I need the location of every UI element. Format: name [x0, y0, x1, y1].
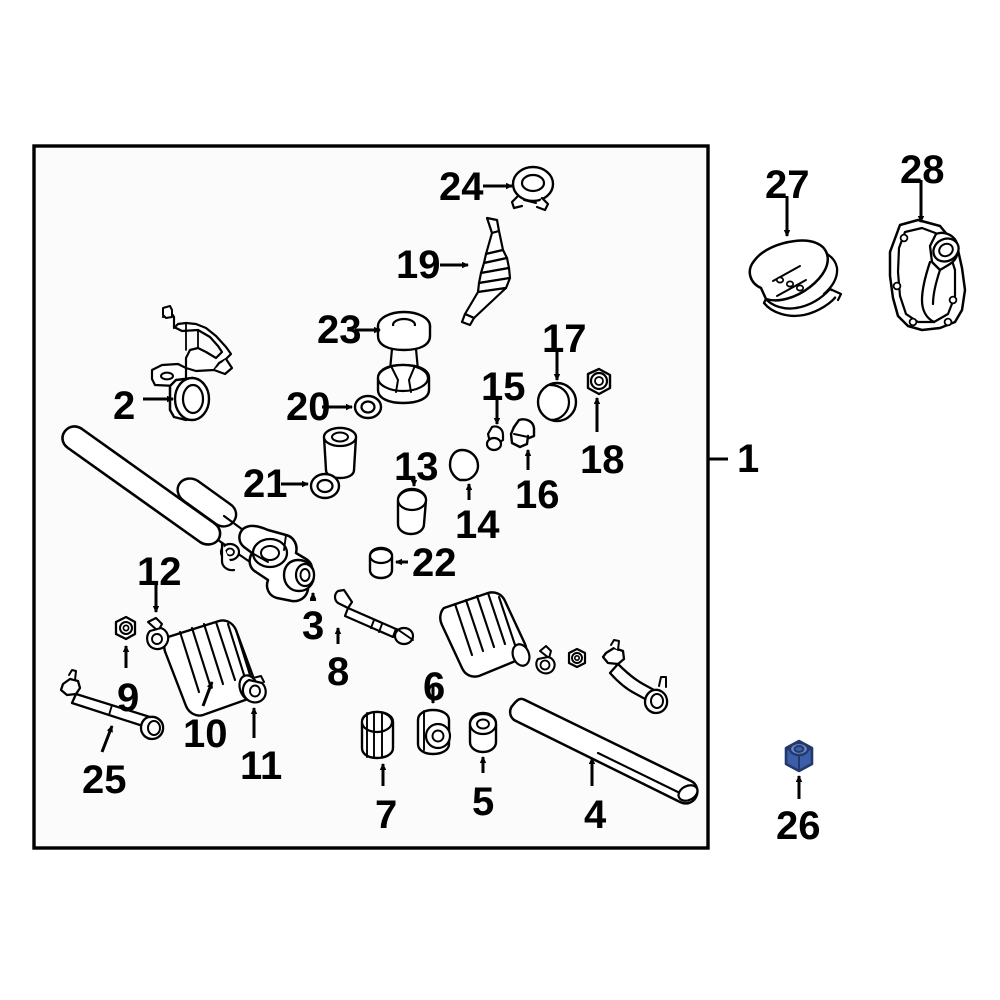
callout-23: 23	[317, 308, 362, 352]
part-14-ball-bearing	[448, 448, 480, 482]
callout-4: 4	[584, 793, 607, 837]
part-12-boot-clamp	[146, 616, 170, 651]
callout-12: 12	[137, 550, 182, 594]
part-23-insulator	[376, 310, 432, 405]
part-17-yoke-plug	[536, 381, 578, 423]
callout-26: 26	[776, 804, 821, 848]
callout-6: 6	[423, 665, 446, 709]
rack-housing-tube	[61, 425, 256, 564]
callout-10: 10	[183, 712, 228, 756]
part-21-bushing-sleeve	[322, 426, 358, 480]
callout-14: 14	[455, 503, 500, 547]
callout-24: 24	[439, 165, 484, 209]
part-6-rack-bushing-inner	[416, 708, 452, 756]
callout-18: 18	[580, 438, 625, 482]
callout-3: 3	[302, 604, 325, 648]
callout-5: 5	[472, 780, 495, 824]
part-20-oil-seal	[353, 394, 383, 420]
part-4-rack-bar	[508, 697, 699, 805]
callout-8: 8	[327, 650, 350, 694]
part-18-lock-nut	[586, 367, 612, 396]
callout-9: 9	[117, 676, 140, 720]
part-27-heat-shield	[748, 239, 843, 317]
callout-15: 15	[481, 365, 526, 409]
callout-27: 27	[765, 163, 810, 207]
callout-20: 20	[286, 385, 331, 429]
bellows-boot-right	[439, 591, 531, 678]
leader-lines	[100, 180, 925, 799]
part-13-rack-end-plug	[396, 487, 428, 536]
part-26-tie-rod-lock-nut-highlighted	[784, 739, 814, 773]
callout-1: 1	[737, 437, 760, 481]
part-19-pinion-shaft	[460, 216, 512, 327]
part-22-adjust-plug	[368, 546, 394, 580]
callout-2: 2	[113, 384, 136, 428]
callout-16: 16	[515, 473, 560, 517]
part-3-rack-bushing	[282, 558, 316, 593]
part-11-boot-clamp-small	[241, 675, 267, 704]
callout-13: 13	[394, 445, 439, 489]
outer-tie-rod-right	[601, 639, 669, 715]
callout-25: 25	[82, 758, 127, 802]
callout-7: 7	[375, 793, 398, 837]
part-24-pinion-clamp	[510, 165, 555, 212]
boot-clip-right	[535, 645, 556, 675]
leader-10	[201, 681, 214, 707]
callout-22: 22	[412, 541, 457, 585]
part-2-bushing	[168, 376, 211, 422]
callout-28: 28	[900, 148, 945, 192]
callout-21: 21	[243, 462, 288, 506]
part-15-pinion-bearing	[485, 425, 505, 452]
part-7-rack-stopper	[360, 710, 395, 760]
part-28-gear-boot-bracket	[888, 218, 967, 332]
part-8-inner-tie-rod-center	[333, 588, 415, 646]
part-16-spring-cap	[509, 418, 536, 449]
callout-11: 11	[240, 744, 283, 788]
part-5-rack-seal	[468, 711, 498, 754]
part-9-tie-rod-nut	[114, 615, 137, 641]
small-lock-nut-right	[567, 647, 587, 669]
part-21-dust-seal	[309, 472, 341, 500]
callout-19: 19	[396, 243, 441, 287]
callout-17: 17	[542, 317, 587, 361]
leader-25	[100, 725, 114, 753]
part-25-outer-tie-rod-left	[59, 669, 165, 741]
